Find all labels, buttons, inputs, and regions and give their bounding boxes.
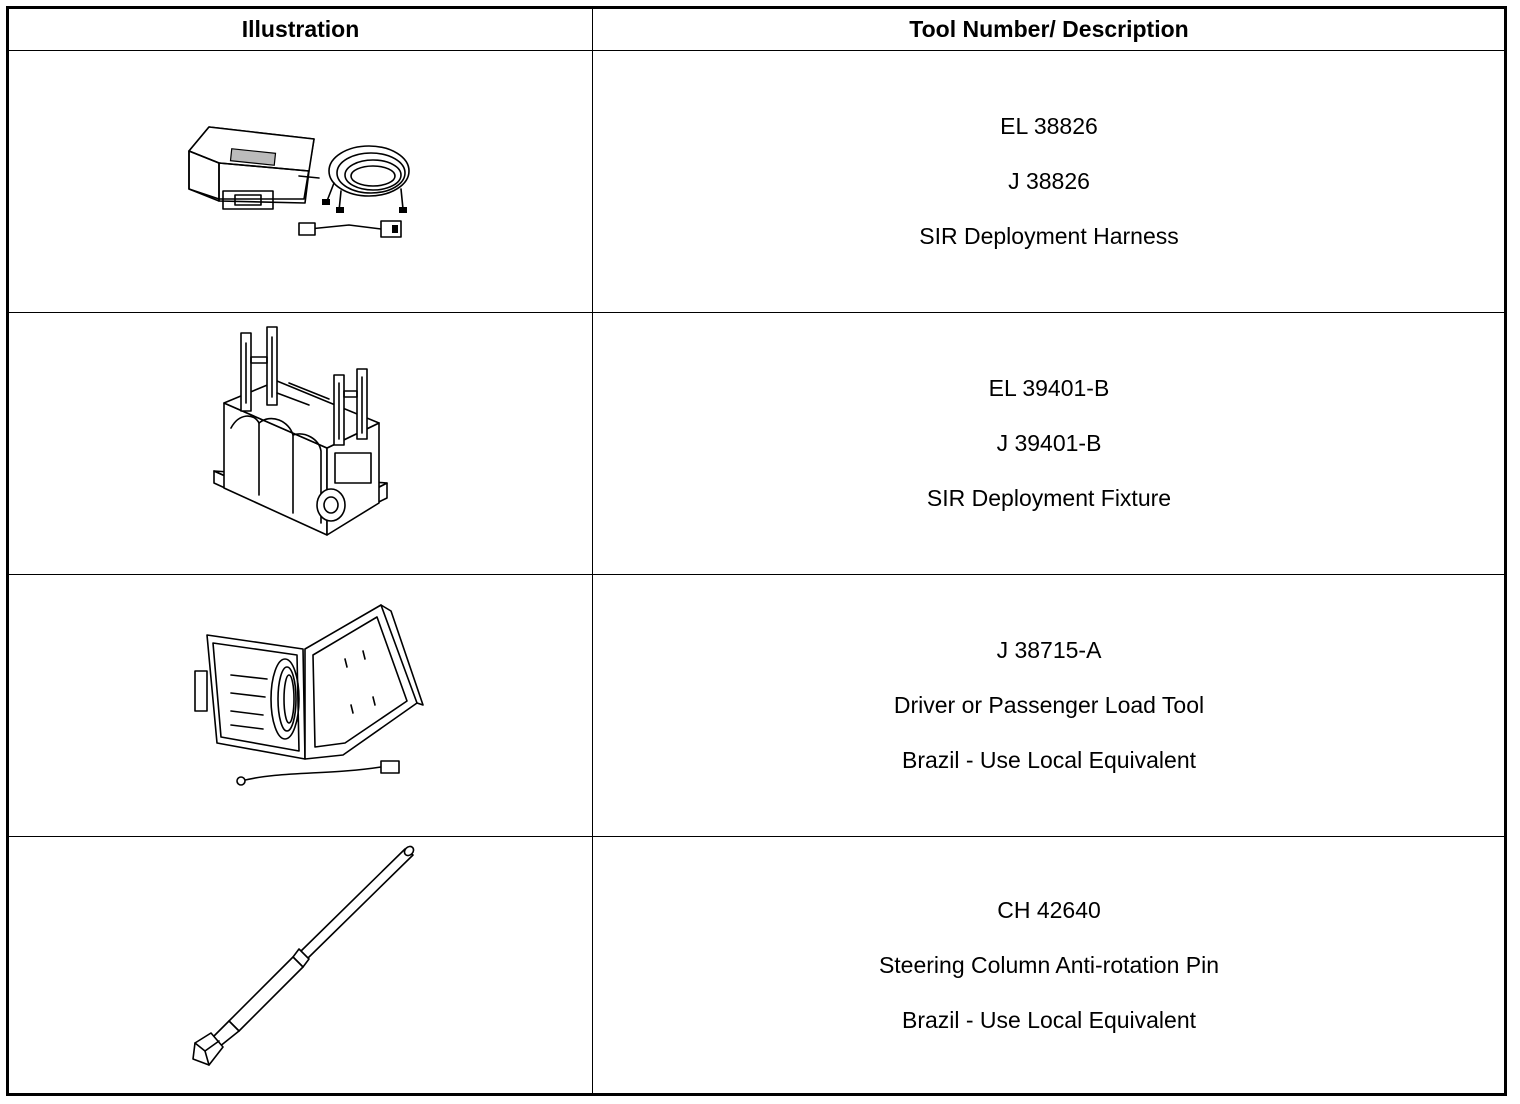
tool-description: SIR Deployment Harness [919, 223, 1179, 249]
illustration-cell [9, 51, 592, 312]
tool-number-j: J 38715-A [996, 637, 1102, 663]
tool-number-j: J 39401-B [996, 430, 1102, 456]
tool-number-ch: CH 42640 [997, 896, 1101, 923]
illustration-cell [9, 313, 592, 574]
illustration-cell [9, 837, 592, 1093]
header-illustration: Illustration [241, 16, 360, 42]
header-tool-number-description: Tool Number/ Description [909, 16, 1189, 42]
deployment-fixture-icon [213, 326, 388, 536]
description-cell: EL 38826 J 38826 SIR Deployment Harness [594, 51, 1504, 312]
tool-description: Driver or Passenger Load Tool [893, 692, 1205, 718]
table-header: Illustration Tool Number/ Description [9, 9, 1504, 51]
deployment-harness-case-icon [188, 126, 410, 238]
tool-description: SIR Deployment Fixture [926, 485, 1172, 511]
table-row: CH 42640 Steering Column Anti-rotation P… [9, 837, 1504, 1093]
table-row: EL 39401-B J 39401-B SIR Deployment Fixt… [9, 313, 1504, 575]
table-row: EL 38826 J 38826 SIR Deployment Harness [9, 51, 1504, 313]
load-tool-case-icon [194, 604, 424, 786]
illustration-cell [9, 575, 592, 836]
description-cell: J 38715-A Driver or Passenger Load Tool … [594, 575, 1504, 836]
tool-number-el: EL 38826 [1000, 113, 1098, 139]
tool-description: Steering Column Anti-rotation Pin [878, 951, 1220, 978]
tool-number-j: J 38826 [1008, 168, 1090, 194]
description-cell: EL 39401-B J 39401-B SIR Deployment Fixt… [594, 313, 1504, 574]
description-cell: CH 42640 Steering Column Anti-rotation P… [594, 837, 1504, 1093]
anti-rotation-pin-icon [192, 845, 415, 1066]
tool-number-el: EL 39401-B [988, 375, 1110, 401]
tool-note: Brazil - Use Local Equivalent [901, 747, 1197, 773]
tool-table: Illustration Tool Number/ Description [6, 6, 1507, 1096]
table-row: J 38715-A Driver or Passenger Load Tool … [9, 575, 1504, 837]
column-divider [592, 9, 593, 1093]
tool-note: Brazil - Use Local Equivalent [901, 1006, 1197, 1033]
